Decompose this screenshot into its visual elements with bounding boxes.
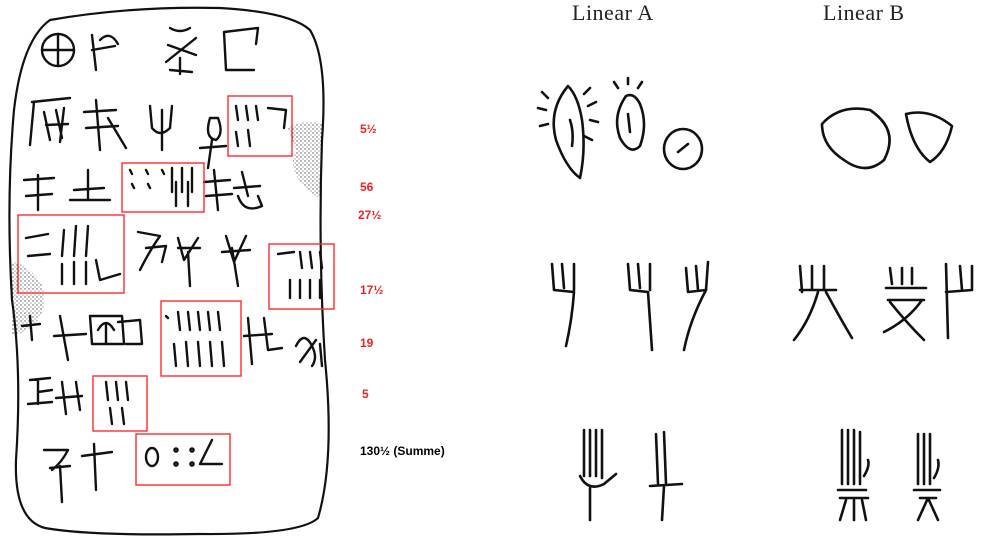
damage-area-right — [288, 122, 322, 200]
value-label-6: 5 — [362, 387, 369, 401]
linear-a-leaf-signs — [538, 78, 702, 178]
value-label-3: 27½ — [358, 208, 381, 222]
value-label-4: 17½ — [360, 283, 383, 297]
linear-a-header: Linear A — [572, 0, 654, 26]
linear-b-header: Linear B — [823, 0, 905, 26]
sign-row-6 — [28, 378, 128, 424]
sign-row-7 — [44, 440, 222, 502]
clay-tablet — [9, 8, 328, 535]
linear-a-bundle-signs — [580, 430, 682, 520]
sign-row-2 — [30, 98, 286, 168]
tablet-inscription — [22, 28, 322, 502]
highlight-box-7 — [136, 434, 230, 485]
sign-comparison — [538, 78, 972, 520]
highlight-boxes — [18, 96, 334, 485]
sign-row-5 — [22, 312, 322, 366]
tablet-outline — [9, 8, 328, 535]
linear-b-trident-signs — [794, 264, 972, 340]
sign-row-4 — [26, 226, 322, 298]
highlight-box-6 — [93, 376, 147, 431]
linear-b-leaf-signs — [822, 109, 952, 168]
value-label-2: 56 — [360, 180, 373, 194]
value-label-5: 19 — [360, 336, 373, 350]
sign-row-3 — [24, 168, 262, 210]
linear-a-trident-signs — [552, 262, 708, 350]
total-label: 130½ (Summe) — [360, 444, 445, 458]
linear-b-bundle-signs — [838, 430, 940, 520]
sign-row-1 — [42, 28, 258, 74]
value-label-1: 5½ — [360, 122, 377, 136]
